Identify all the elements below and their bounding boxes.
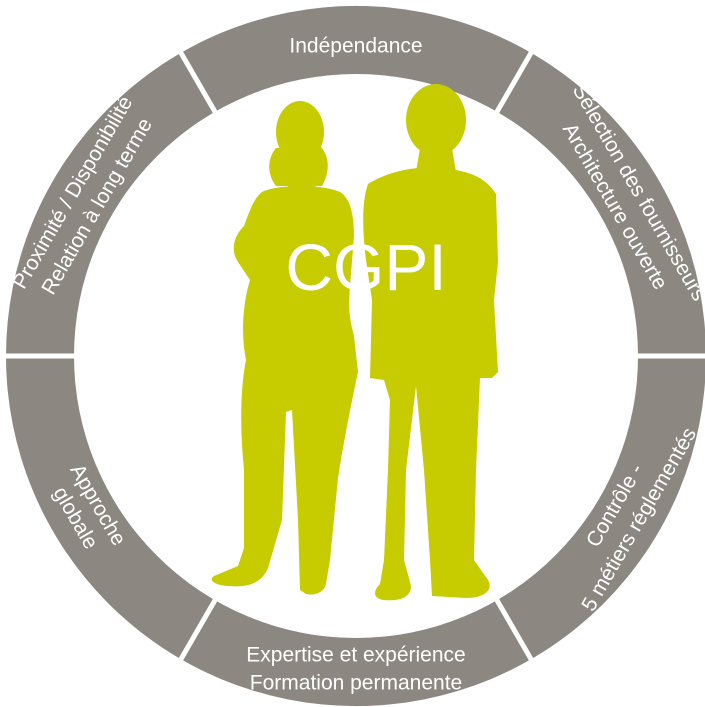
ring-divider-5 — [175, 595, 220, 666]
ring-dividers — [0, 46, 705, 666]
people-silhouette-icon — [211, 84, 498, 601]
ring-divider-4 — [492, 595, 537, 666]
segment-label-expertise-line-1: Expertise et expérience — [246, 644, 465, 667]
ring-divider-2 — [492, 46, 537, 117]
segment-label-expertise-line-2: Formation permanente — [250, 672, 462, 695]
woman-silhouette-icon — [211, 101, 358, 595]
ring-divider-1 — [175, 46, 220, 117]
man-silhouette-icon — [363, 84, 498, 601]
segment-label-independance-line-1: Indépendance — [289, 35, 422, 58]
center-label: CGPI — [285, 230, 446, 304]
